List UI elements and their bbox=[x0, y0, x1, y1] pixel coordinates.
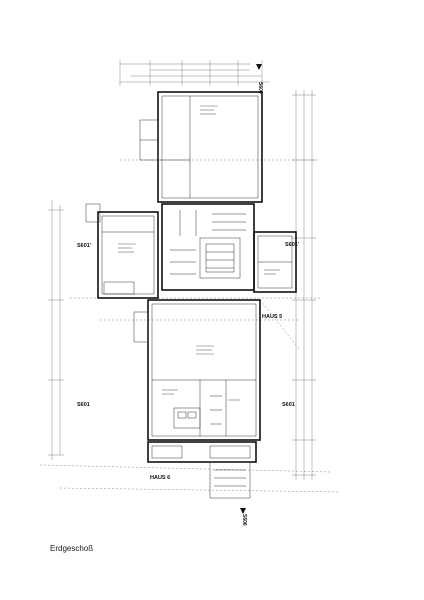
label-haus6: HAUS 6 bbox=[150, 475, 170, 481]
label-haus5: HAUS 5 bbox=[262, 314, 282, 320]
page-caption: Erdgeschoß bbox=[50, 544, 94, 553]
section-label-top: S606 bbox=[257, 82, 263, 94]
top-dimension-lines bbox=[119, 60, 270, 86]
section-markers: S606 S606 bbox=[240, 64, 263, 526]
upper-wing bbox=[139, 91, 263, 203]
base-terrace bbox=[147, 441, 257, 499]
east-annex bbox=[253, 231, 297, 293]
stair-core bbox=[161, 203, 255, 291]
annotation-marks bbox=[118, 105, 280, 401]
west-wing bbox=[85, 203, 159, 299]
label-s601-bottom-right: S601 bbox=[282, 402, 295, 408]
label-s601-top-right: S601' bbox=[285, 242, 300, 248]
label-s601-top-left: S601' bbox=[77, 243, 92, 249]
section-label-bottom: S606 bbox=[241, 514, 247, 526]
label-s601-bottom-left: S601 bbox=[77, 402, 90, 408]
right-dimension-lines bbox=[292, 90, 316, 480]
lower-wing bbox=[133, 299, 261, 441]
left-dimension-lines bbox=[48, 200, 64, 460]
